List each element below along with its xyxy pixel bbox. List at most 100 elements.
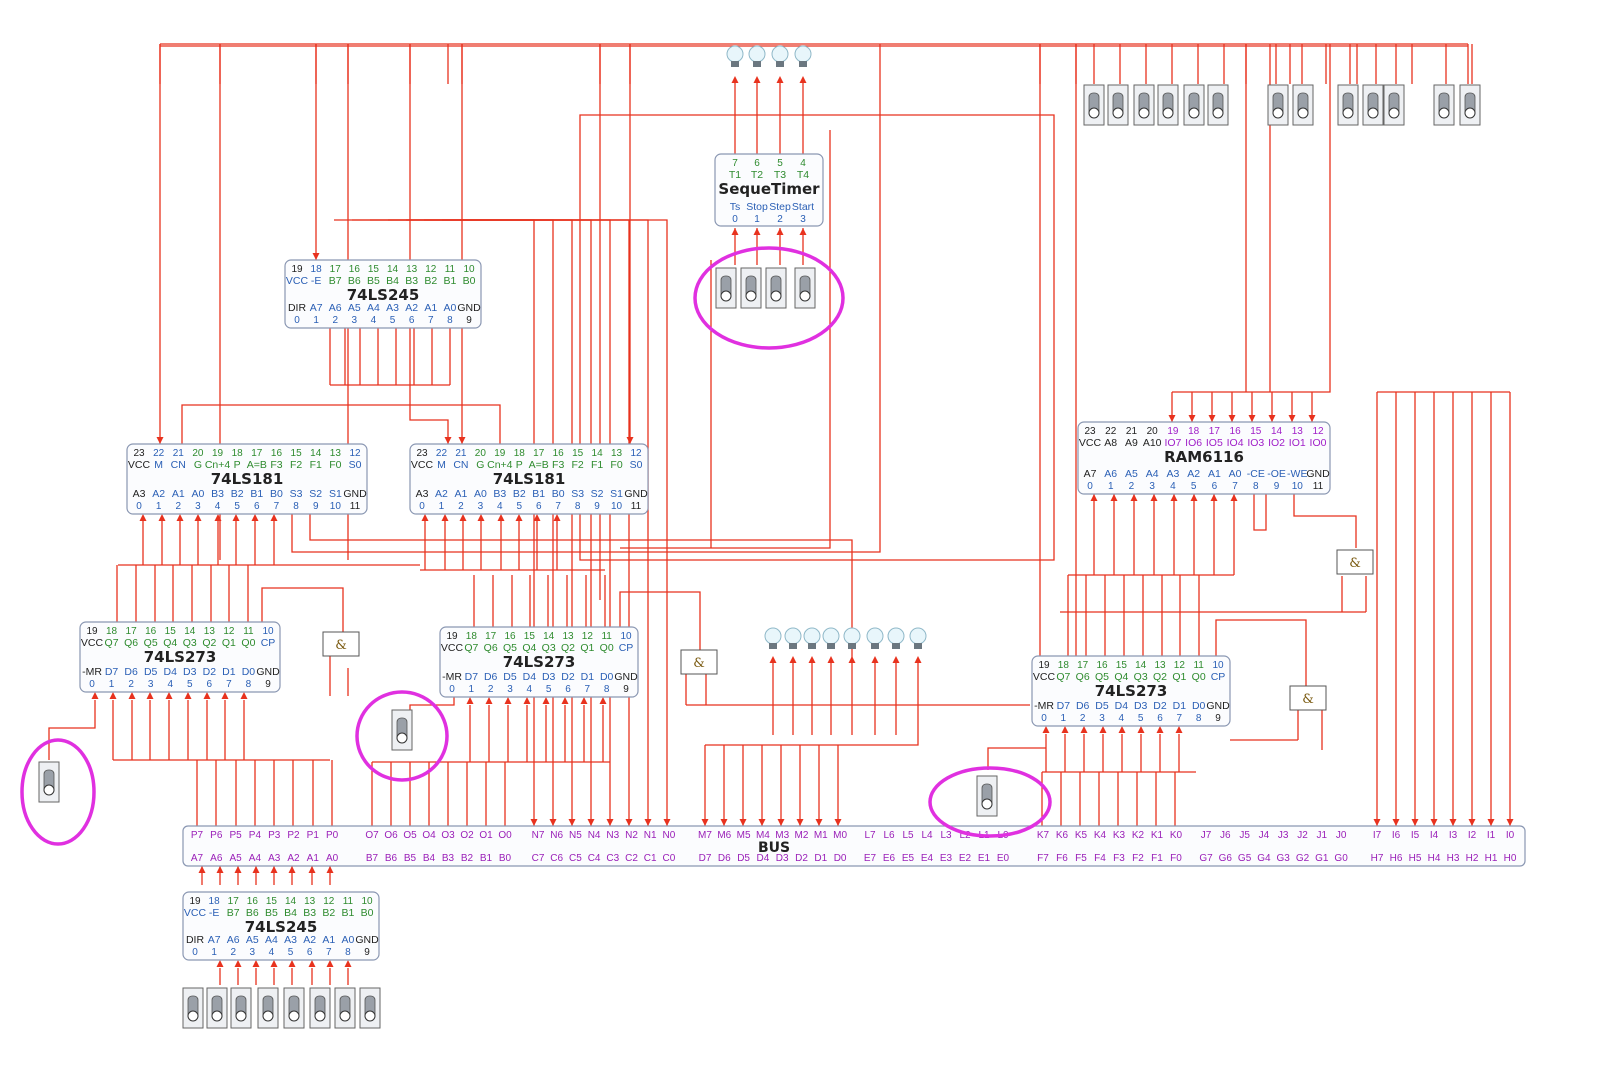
pin-label: A1 [322,934,335,946]
pin-number: 8 [604,684,610,695]
pin-label: T2 [751,169,763,181]
pin-number: 3 [195,501,201,512]
toggle-switch-icon [182,987,204,1029]
wire-arrow [834,819,842,826]
bus-pin-label: B5 [404,853,417,864]
pin-label: S1 [329,488,342,500]
wire-arrow [871,656,879,663]
wire-arrow [587,819,595,826]
chip-name: 74LS181 [493,470,566,488]
wire-arrow [421,514,429,521]
pin-number: 18 [106,626,118,637]
pin-number: 17 [330,264,342,275]
pin-label: CP [261,637,276,649]
pin-label: VCC [1079,437,1102,449]
wire-arrow [288,866,296,873]
chip-sequence-timer: 7T1Ts06T2Stop15T3Step24T4Start3SequeTime… [714,153,824,227]
wire-arrow [326,960,334,967]
wire-arrow [1110,494,1118,501]
bus-pin-label: N4 [588,830,601,841]
pin-label: F0 [610,459,622,471]
pin-number: 14 [1271,426,1283,437]
wire-arrow [1156,726,1164,733]
light-bulb-icon [866,627,884,649]
pin-number: 0 [419,501,425,512]
pin-number: 15 [1116,660,1128,671]
bus-pin-label: G6 [1219,853,1233,864]
wire [409,44,449,444]
pin-label: GND [614,671,638,683]
pin-label: Q1 [1172,671,1186,683]
pin-label: S0 [349,459,362,471]
wire-arrow [165,692,173,699]
pin-number: 6 [754,158,760,169]
toggle-switch-icon [257,987,279,1029]
bus-pin-label: L4 [921,830,933,841]
toggle-switch-icon [1133,84,1155,126]
highlight-timer-switches [693,246,845,350]
pin-number: 4 [497,501,503,512]
pin-number: 17 [1209,426,1221,437]
switch-knob [1388,107,1400,119]
toggle-switch-icon [283,987,305,1029]
wire-arrow [1137,726,1145,733]
wire-arrow [466,697,474,704]
wire-arrow [758,819,766,826]
pin-number: 12 [1174,660,1186,671]
pin-number: 19 [291,264,303,275]
pin-label: D0 [242,666,256,678]
switch-knob [262,1010,274,1022]
pin-number: 4 [1119,713,1125,724]
chip-name: 74LS245 [347,286,420,304]
wire-arrow [753,228,761,235]
pin-label: Q4 [1114,671,1128,683]
switch-knob [43,784,55,796]
bus-pin-label: E5 [902,853,915,864]
pin-label: D2 [561,671,575,683]
switch-knob [799,290,811,302]
light-bulb-icon [748,45,766,67]
pin-label: G [194,459,202,471]
pin-label: D0 [1192,700,1206,712]
bus-pin-label: K5 [1075,830,1088,841]
bus-pin-label: I3 [1449,830,1458,841]
pin-label: Q3 [183,637,197,649]
chip-name: SequeTimer [718,180,820,198]
bulb-glass [784,627,802,645]
pin-label: S3 [571,488,584,500]
pin-number: 6 [536,501,542,512]
pin-number: 5 [187,679,193,690]
pin-number: 17 [228,896,240,907]
wire-arrow [808,656,816,663]
chip-body [284,259,482,329]
wire-arrow [497,514,505,521]
bulb-glass [822,627,840,645]
pin-number: 2 [488,684,494,695]
pin-number: 17 [485,631,497,642]
pin-label: B2 [424,275,437,287]
wire-arrow [251,514,259,521]
bulb-base [753,61,761,67]
wire-arrow [214,514,222,521]
wire-arrow [663,819,671,826]
wire-arrow [731,76,739,83]
pin-label: B7 [227,907,240,919]
switch-knob [211,1010,223,1022]
wire-arrow [109,692,117,699]
pin-label: D4 [164,666,178,678]
pin-label: A10 [1143,437,1162,449]
pin-label: B6 [348,275,361,287]
bus-pin-label: K1 [1151,830,1164,841]
bus-pin-label: J7 [1201,830,1212,841]
pin-label: B6 [246,907,259,919]
bus-pin-label: O6 [384,830,398,841]
bus-pin-label: O0 [498,830,512,841]
pin-number: 13 [204,626,216,637]
wire [309,514,853,660]
toggle-switch-icon [765,267,787,309]
toggle-switch-icon [1362,84,1384,126]
pin-label: M [437,459,446,471]
pin-number: 13 [611,448,623,459]
pin-label: M [154,459,163,471]
pin-label: -OE [1267,468,1286,480]
